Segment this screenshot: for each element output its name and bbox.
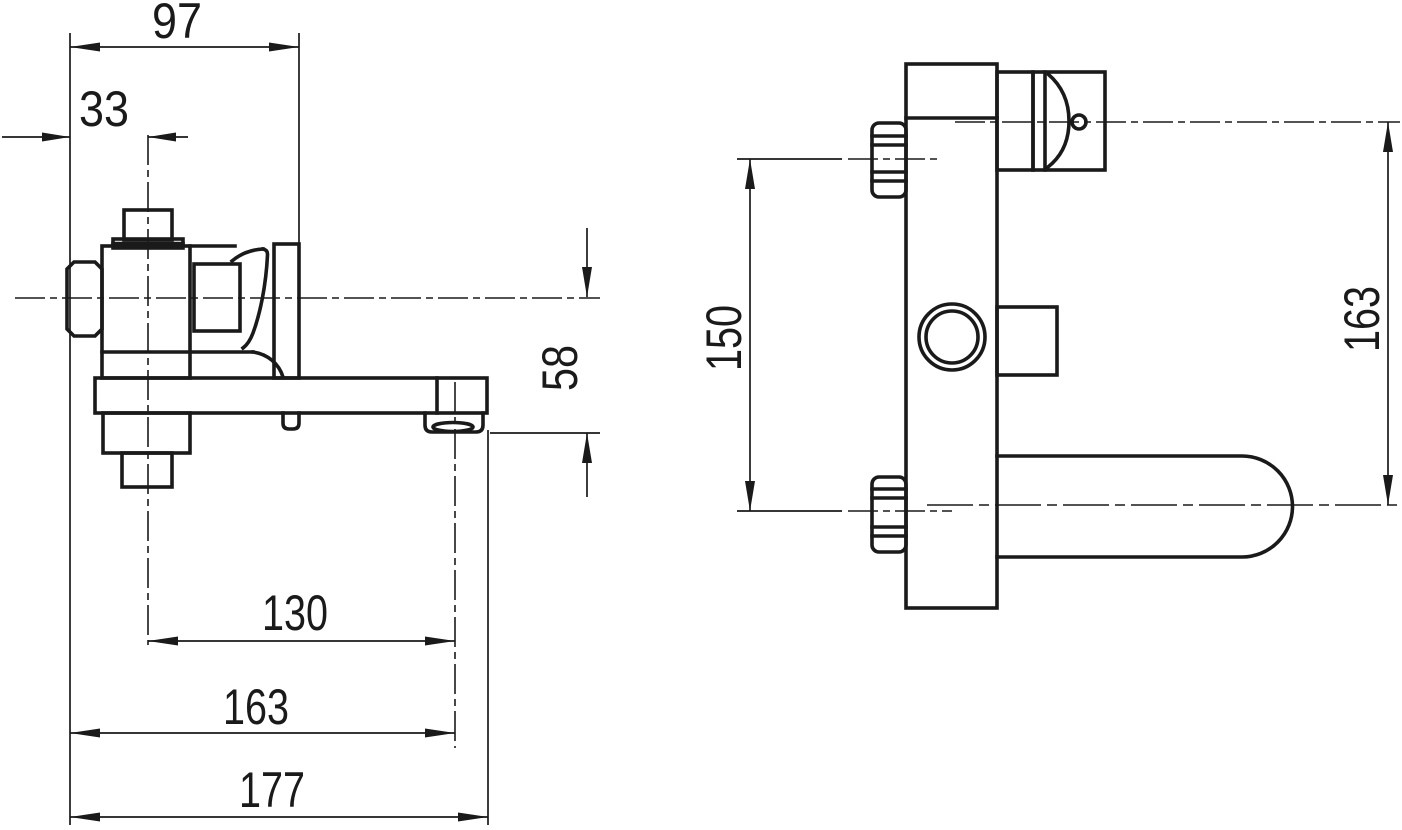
arrowhead-left-icon: [70, 42, 100, 52]
arrowhead-left-icon: [70, 728, 100, 738]
port-ring-inner: [924, 309, 980, 365]
arrowhead-right-icon: [269, 42, 299, 52]
dim-label-body-to-outlet: 163: [223, 679, 289, 735]
arrowhead-down-icon: [1383, 475, 1393, 505]
wall-plate: [272, 242, 301, 380]
dimension-177: 177: [70, 762, 488, 822]
arrowhead-right-icon: [425, 636, 455, 646]
lever-base-curve: [229, 247, 265, 264]
dim-label-front-width: 97: [152, 0, 202, 49]
dimension-163-side: 163: [1334, 122, 1393, 505]
dim-label-center-offset: 33: [79, 81, 129, 137]
aerator-outlet: [431, 420, 475, 434]
spout-arm: [93, 376, 489, 415]
top-inlet-connector: [870, 121, 908, 199]
arrowhead-down-icon: [745, 481, 755, 511]
arrowhead-left-icon: [70, 812, 100, 822]
dim-label-center-to-outlet: 130: [262, 585, 328, 641]
valve-body: [100, 244, 192, 380]
cartridge-cap: [995, 70, 1035, 172]
arrowhead-up-icon: [582, 433, 592, 463]
side-view: 150 163: [696, 62, 1400, 610]
arrowhead-left-icon: [148, 636, 178, 646]
dim-label-overall-height: 163: [1334, 286, 1390, 352]
body-skirt-curve: [250, 349, 286, 380]
front-view: 97 33 58 130: [2, 0, 600, 825]
dimension-58: 58: [490, 228, 600, 497]
handle-dome-arc: [1045, 71, 1071, 170]
dim-label-overall-length: 177: [239, 762, 305, 818]
arrowhead-down-icon: [582, 267, 592, 297]
dimension-33: 33: [2, 81, 188, 142]
faucet-front-outline: [65, 208, 489, 489]
dim-label-inlet-spacing: 150: [696, 305, 752, 371]
port-ring-outer: [917, 302, 987, 372]
faucet-side-outline: [870, 62, 1295, 610]
cartridge-housing: [192, 262, 242, 333]
set-screw-icon: [1070, 113, 1088, 131]
arrowhead-right-icon: [42, 132, 70, 142]
lower-connector: [120, 451, 174, 489]
plate-foot-tab: [281, 411, 301, 431]
arrowhead-left-icon: [148, 132, 176, 142]
dimension-130: 130: [148, 585, 455, 646]
dimension-150: 150: [696, 159, 755, 511]
inlet-hex-nut: [65, 260, 104, 338]
lever-handle: [240, 246, 270, 351]
arrowhead-right-icon: [425, 728, 455, 738]
dim-label-spout-drop: 58: [532, 345, 588, 391]
spout-profile: [995, 454, 1295, 559]
arrowhead-up-icon: [745, 159, 755, 189]
dimension-163-front: 163: [70, 679, 455, 738]
dimension-97: 97: [70, 0, 299, 52]
bottom-inlet-connector: [870, 475, 908, 554]
handle-profile: [1031, 70, 1107, 172]
arrowhead-up-icon: [1383, 122, 1393, 152]
lower-body-block: [101, 411, 192, 455]
arrowhead-right-icon: [458, 812, 488, 822]
side-port: [995, 305, 1059, 377]
